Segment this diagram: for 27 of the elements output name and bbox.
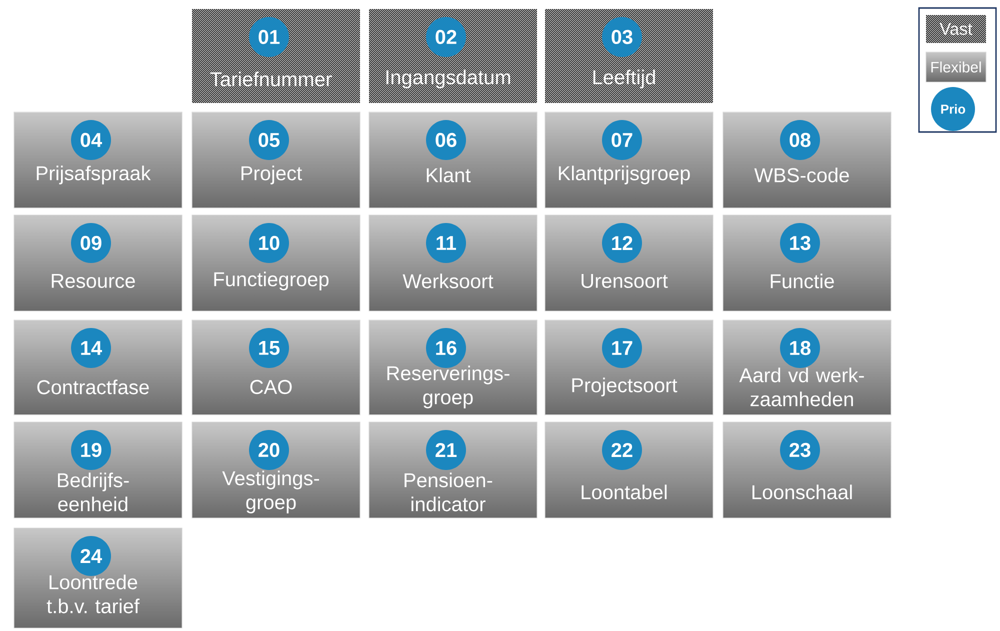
number-badge: 05 xyxy=(249,120,289,160)
number-badge: 14 xyxy=(71,328,111,368)
number-badge: 01 xyxy=(249,17,289,57)
number-badge: 17 xyxy=(602,328,642,368)
legend-label: Flexibel xyxy=(931,62,981,72)
number-badge: 19 xyxy=(71,430,111,470)
number-badge: 06 xyxy=(426,120,466,160)
number-badge: 12 xyxy=(602,223,642,263)
number-badge: 03 xyxy=(602,17,642,57)
number-badge: 21 xyxy=(426,430,466,470)
number-badge: 11 xyxy=(426,223,466,263)
number-badge: 07 xyxy=(602,120,642,160)
number-badge: 13 xyxy=(780,223,820,263)
number-badge: 02 xyxy=(426,17,466,57)
legend-label: Prio xyxy=(941,104,966,114)
number-badge: 24 xyxy=(71,536,111,576)
number-badge: 18 xyxy=(780,328,820,368)
number-badge: 08 xyxy=(780,120,820,160)
number-badge: 09 xyxy=(71,223,111,263)
number-badge: 22 xyxy=(602,430,642,470)
number-badge: 16 xyxy=(426,328,466,368)
number-badge: 20 xyxy=(249,430,289,470)
legend-label: Vast xyxy=(940,23,972,35)
number-badge: 15 xyxy=(249,328,289,368)
number-badge: 04 xyxy=(71,120,111,160)
number-badge: 23 xyxy=(780,430,820,470)
number-badge: 10 xyxy=(249,223,289,263)
